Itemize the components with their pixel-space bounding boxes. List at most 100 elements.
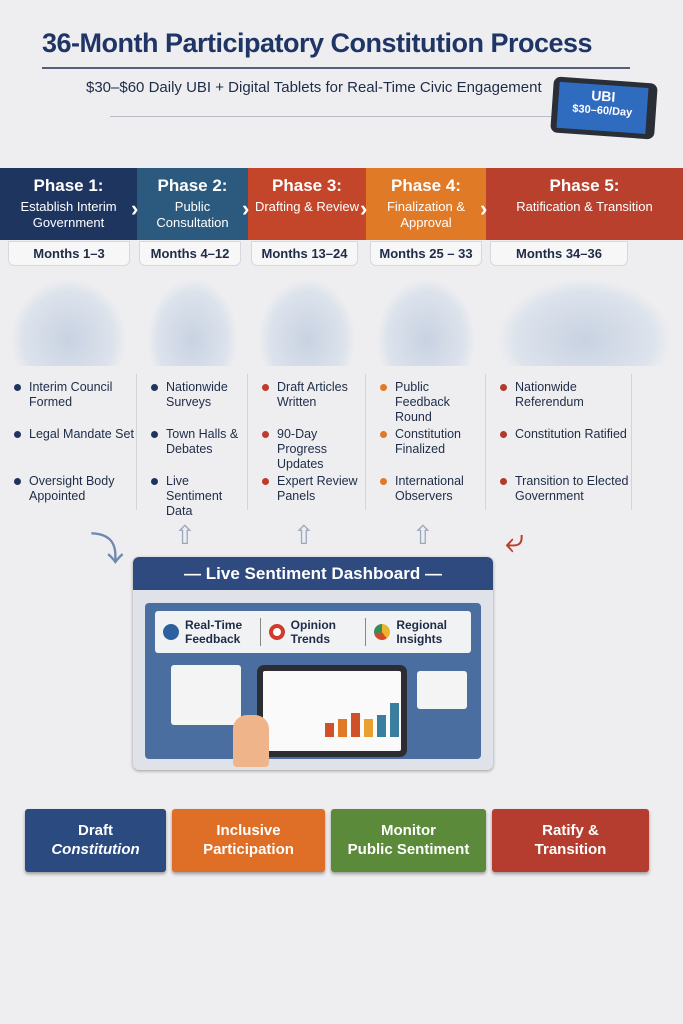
phase-5-header: Phase 5: Ratification & Transition <box>486 168 683 240</box>
activity-text: Transition to Elected Government <box>515 474 629 503</box>
phase-1-months: Months 1–3 <box>8 241 130 266</box>
activity-item: Draft Articles Written <box>256 380 365 421</box>
activity-item: Constitution Ratified <box>494 427 631 468</box>
feature-label: Regional Insights <box>396 618 448 646</box>
chart-bar <box>390 703 399 737</box>
goal-line2: Participation <box>203 841 294 858</box>
bullet-icon <box>380 431 387 438</box>
chevron-right-icon: › <box>360 196 368 221</box>
phase-3-illustration <box>258 278 356 366</box>
phase-2-months: Months 4–12 <box>139 241 241 266</box>
chevron-right-icon: › <box>242 196 250 221</box>
page-title: 36-Month Participatory Constitution Proc… <box>42 28 593 58</box>
phase-4-months: Months 25 – 33 <box>370 241 482 266</box>
feature-opinion-trends: Opinion Trends <box>261 618 367 646</box>
bullet-icon <box>500 384 507 391</box>
activity-text: Live Sentiment Data <box>166 474 223 518</box>
activity-text: Draft Articles Written <box>277 380 348 409</box>
goal-line1: Ratify & <box>542 822 599 839</box>
bullet-icon <box>151 384 158 391</box>
tablet-amount: $30–60/Day <box>571 102 633 119</box>
up-arrow-icon: ⇧ <box>174 520 196 550</box>
goal-line1: Monitor <box>381 822 436 839</box>
bullet-icon <box>151 478 158 485</box>
feature-label: Real-Time Feedback <box>185 618 243 646</box>
activity-text: Constitution Ratified <box>515 427 627 441</box>
activity-item: Nationwide Referendum <box>494 380 631 421</box>
activity-text: Town Halls & Debates <box>166 427 239 456</box>
phase-1-illustration <box>10 278 127 366</box>
bullet-icon <box>500 431 507 438</box>
goal-line2: Public Sentiment <box>347 841 470 858</box>
phase-label: Phase 2: <box>157 176 228 195</box>
phase-2-illustration <box>147 278 238 366</box>
bullet-icon <box>151 431 158 438</box>
dashboard-illustration: Real-Time Feedback Opinion Trends Region… <box>145 603 481 767</box>
magnifier-chart-icon <box>268 624 285 640</box>
goal-line1: Inclusive <box>216 822 281 839</box>
phase-title: Establish Interim Government <box>20 199 117 230</box>
activity-item: Constitution Finalized <box>374 427 485 468</box>
phase-2-header: Phase 2: Public Consultation <box>137 168 248 240</box>
up-arrow-icon: ⇧ <box>412 520 434 550</box>
curved-arrow-icon: ⤵ <box>90 531 124 569</box>
activity-text: Nationwide Referendum <box>515 380 584 409</box>
activity-item: 90-Day Progress Updates <box>256 427 365 471</box>
hand-icon <box>233 715 269 767</box>
chat-bubble-left <box>171 665 241 725</box>
dashboard-title-text: Live Sentiment Dashboard <box>205 564 421 583</box>
phase-label: Phase 5: <box>549 176 620 195</box>
phase-1-header: Phase 1: Establish Interim Government <box>0 168 137 240</box>
chevron-right-icon: › <box>131 196 139 221</box>
activity-text: Legal Mandate Set <box>29 427 134 441</box>
activity-item: Town Halls & Debates <box>145 427 247 468</box>
activity-item: Expert Review Panels <box>256 474 365 515</box>
user-feedback-icon <box>163 624 179 640</box>
bullet-icon <box>14 478 21 485</box>
ubi-tablet-icon: UBI$30–60/Day <box>550 76 658 140</box>
chevron-right-icon: › <box>480 196 488 221</box>
subtitle: $30–$60 Daily UBI + Digital Tablets for … <box>86 79 542 96</box>
activity-text: Constitution Finalized <box>395 427 462 456</box>
feature-label: Opinion Trends <box>290 618 336 646</box>
bullet-icon <box>14 431 21 438</box>
activity-text: Public Feedback Round <box>395 380 450 424</box>
goal-line1: Draft <box>77 822 113 839</box>
chart-bar <box>351 713 360 737</box>
activity-item: Public Feedback Round <box>374 380 485 424</box>
phase-label: Phase 4: <box>391 176 461 195</box>
phase-title: Public Consultation <box>156 199 229 230</box>
activity-item: Transition to Elected Government <box>494 474 631 515</box>
bullet-icon <box>262 384 269 391</box>
phase-3-months: Months 13–24 <box>251 241 358 266</box>
phase-5-illustration <box>496 278 673 366</box>
phase-label: Phase 1: <box>33 176 104 195</box>
chart-bar <box>338 719 347 737</box>
activity-item: Nationwide Surveys <box>145 380 247 421</box>
bullet-icon <box>500 478 507 485</box>
feature-bar: Real-Time Feedback Opinion Trends Region… <box>155 611 471 653</box>
bullet-icon <box>14 384 21 391</box>
bullet-icon <box>262 431 269 438</box>
bullet-icon <box>380 478 387 485</box>
chat-bubble-right <box>417 671 467 709</box>
activity-item: Live Sentiment Data <box>145 474 247 518</box>
activity-text: Oversight Body Appointed <box>29 474 115 503</box>
phase-label: Phase 3: <box>272 176 342 195</box>
phase-3-header: Phase 3: Drafting & Review <box>248 168 366 240</box>
feature-regional-insights: Regional Insights <box>366 618 471 646</box>
activity-item: Oversight Body Appointed <box>8 474 136 515</box>
activity-text: Nationwide Surveys <box>166 380 228 409</box>
chart-bar <box>325 723 334 737</box>
activity-text: Interim Council Formed <box>29 380 113 409</box>
subtitle-divider <box>110 116 560 117</box>
chart-bar <box>364 719 373 737</box>
phase-title: Finalization & Approval <box>386 199 466 230</box>
activity-text: Expert Review Panels <box>277 474 358 503</box>
